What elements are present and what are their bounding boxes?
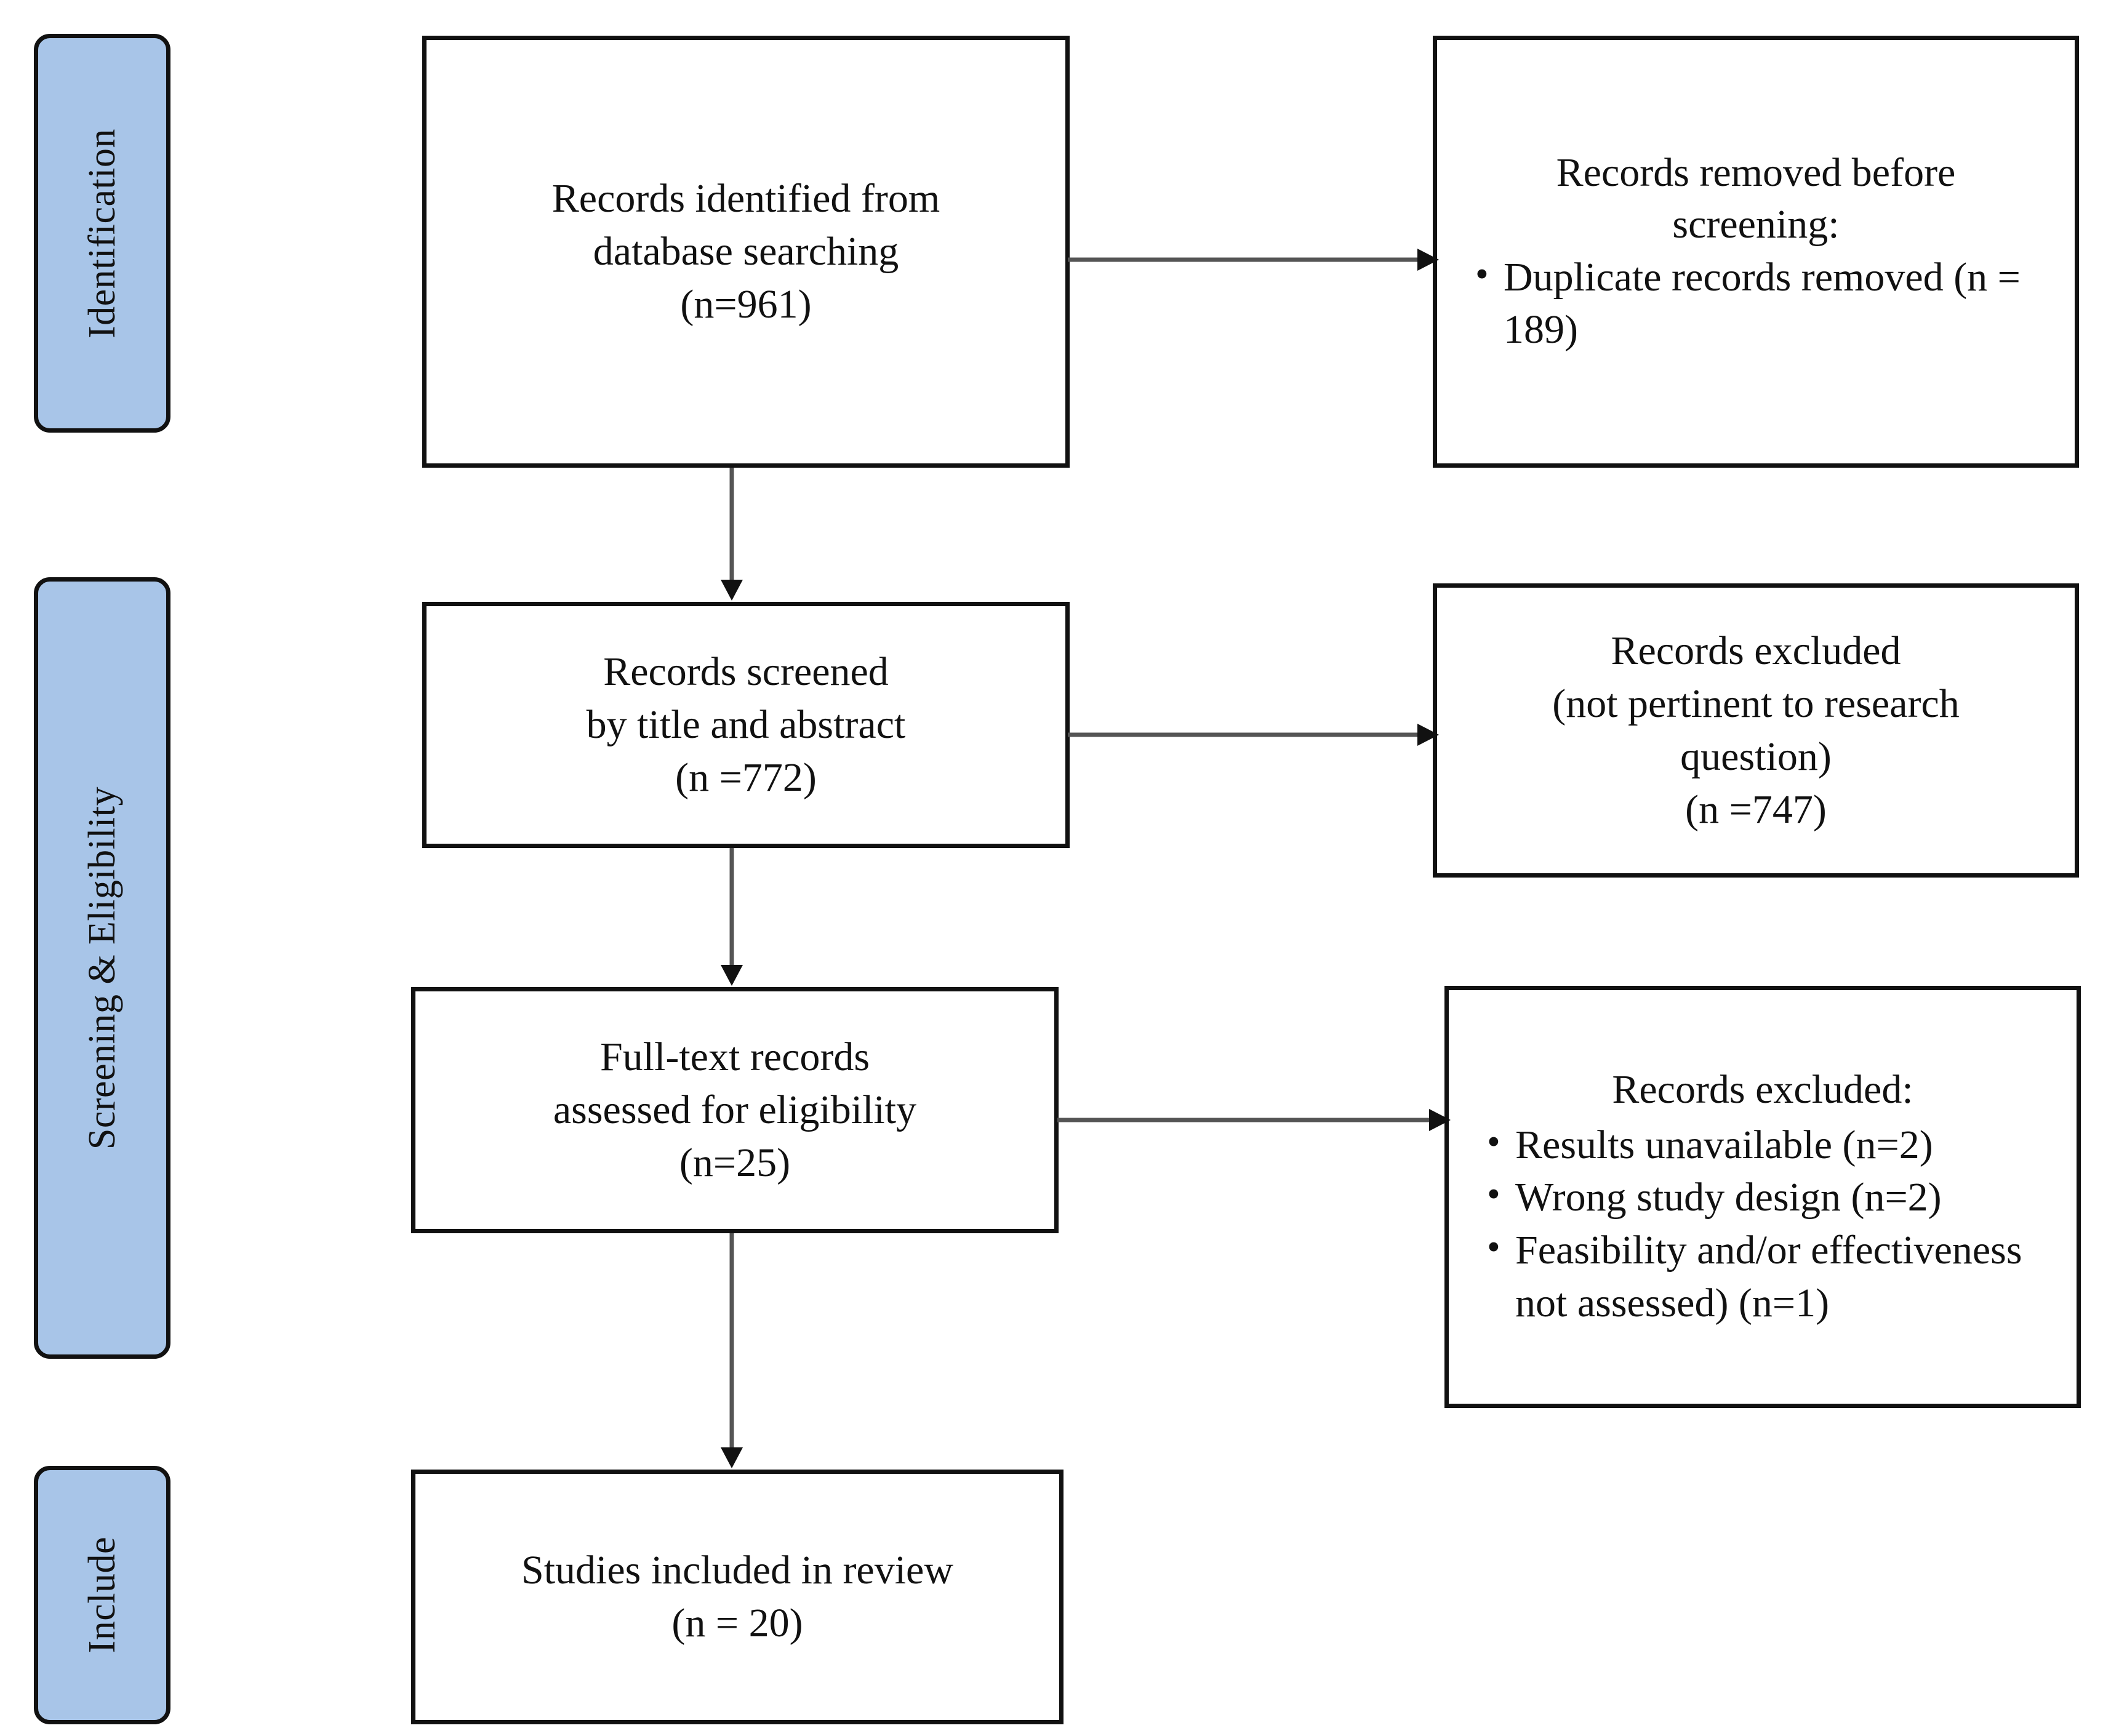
box-fulltext-assessed-line2: assessed for eligibility bbox=[553, 1087, 917, 1133]
box-records-identified-text: Records identified from database searchi… bbox=[427, 172, 1065, 330]
stage-pill-include: Include bbox=[34, 1466, 170, 1724]
box-studies-included-text: Studies included in review (n = 20) bbox=[415, 1544, 1059, 1650]
box-records-identified-line1: Records identified from bbox=[551, 176, 940, 222]
arrow-identified-to-screened bbox=[721, 468, 743, 601]
arrow-screened-to-fulltext bbox=[721, 848, 743, 986]
box-fulltext-assessed-line3: (n=25) bbox=[679, 1140, 791, 1185]
list-item: Duplicate records removed (n = 189) bbox=[1472, 250, 2054, 357]
box-records-excluded-eligibility-heading: Records excluded: bbox=[1612, 1067, 1913, 1113]
box-records-removed-before-screening: Records removed before screening: Duplic… bbox=[1433, 36, 2079, 468]
box-studies-included: Studies included in review (n = 20) bbox=[411, 1470, 1064, 1724]
box-records-excluded-screening-line4: (n =747) bbox=[1685, 786, 1827, 832]
box-records-excluded-screening-line1: Records excluded bbox=[1611, 628, 1901, 674]
stage-label-identification: Identification bbox=[81, 128, 123, 338]
arrow-screened-to-excluded bbox=[1068, 724, 1439, 746]
arrow-identified-to-removed bbox=[1068, 249, 1439, 271]
box-records-identified: Records identified from database searchi… bbox=[422, 36, 1070, 468]
arrow-fulltext-to-excluded bbox=[1057, 1109, 1451, 1131]
box-records-excluded-screening-line2: (not pertinent to research bbox=[1552, 681, 1960, 727]
box-records-removed-heading-line2: screening: bbox=[1672, 202, 1840, 247]
box-fulltext-assessed-text: Full-text records assessed for eligibili… bbox=[415, 1031, 1054, 1189]
box-records-identified-line2: database searching bbox=[593, 229, 899, 274]
box-records-excluded-screening: Records excluded (not pertinent to resea… bbox=[1433, 583, 2079, 878]
box-records-screened-line2: by title and abstract bbox=[586, 702, 906, 748]
box-records-excluded-screening-line3: question) bbox=[1680, 734, 1832, 779]
box-records-screened-line1: Records screened bbox=[603, 649, 889, 695]
stage-label-include: Include bbox=[81, 1537, 123, 1654]
box-records-screened-line3: (n =772) bbox=[675, 754, 817, 800]
box-fulltext-assessed: Full-text records assessed for eligibili… bbox=[411, 987, 1059, 1233]
box-records-excluded-eligibility-bullets: Results unavailable (n=2) Wrong study de… bbox=[1449, 1118, 2077, 1330]
box-records-removed-heading-line1: Records removed before bbox=[1556, 150, 1956, 195]
box-records-screened-text: Records screened by title and abstract (… bbox=[427, 646, 1065, 804]
stage-pill-screening-eligibility: Screening & Eligibility bbox=[34, 577, 170, 1359]
list-item: Results unavailable (n=2) bbox=[1483, 1118, 2056, 1172]
box-studies-included-line2: (n = 20) bbox=[671, 1601, 803, 1646]
list-item: Feasibility and/or effectiveness not ass… bbox=[1483, 1223, 2056, 1330]
box-records-removed-heading: Records removed before screening: bbox=[1437, 147, 2075, 251]
arrow-fulltext-to-included bbox=[721, 1233, 743, 1468]
box-records-screened: Records screened by title and abstract (… bbox=[422, 602, 1070, 848]
box-fulltext-assessed-line1: Full-text records bbox=[599, 1034, 870, 1080]
box-records-excluded-screening-text: Records excluded (not pertinent to resea… bbox=[1437, 625, 2075, 836]
box-records-identified-line3: (n=961) bbox=[680, 281, 812, 327]
stage-label-screening-eligibility: Screening & Eligibility bbox=[81, 786, 123, 1150]
box-records-removed-bullets: Duplicate records removed (n = 189) bbox=[1437, 250, 2075, 357]
list-item: Wrong study design (n=2) bbox=[1483, 1170, 2056, 1224]
box-records-excluded-eligibility: Records excluded: Results unavailable (n… bbox=[1444, 986, 2081, 1408]
stage-pill-identification: Identification bbox=[34, 34, 170, 433]
box-studies-included-line1: Studies included in review bbox=[521, 1548, 954, 1593]
